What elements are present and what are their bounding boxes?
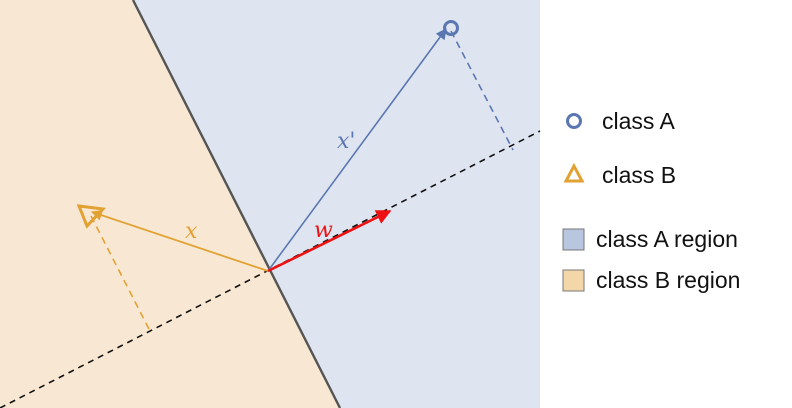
decision-boundary	[131, 0, 342, 408]
class-a-point	[443, 20, 459, 36]
legend-item-class-a-region: class A region	[562, 226, 738, 252]
legend-label-class-b-region: class B region	[596, 267, 740, 293]
legend-item-class-b-region: class B region	[562, 267, 740, 293]
vector-x-prime	[267, 28, 447, 272]
projection-drop-x-prime	[450, 30, 514, 151]
class-b-point	[76, 204, 107, 229]
triangle-marker-icon	[563, 162, 585, 183]
projection-axis	[0, 130, 541, 408]
legend-label-class-a: class A	[602, 108, 676, 134]
square-swatch-icon	[562, 269, 585, 292]
class-a-region	[133, 0, 540, 408]
vector-x	[90, 209, 269, 272]
legend-label-class-b: class B	[602, 162, 676, 188]
legend-item-class-b: class B	[563, 162, 676, 188]
legend: class A class B class A region class B r…	[562, 108, 740, 293]
weight-vector-label: w	[314, 218, 333, 243]
legend-item-class-a: class A	[566, 108, 676, 134]
square-swatch-icon	[562, 228, 585, 251]
weight-vector-w	[267, 209, 392, 273]
class-b-region	[0, 0, 340, 408]
legend-label-class-a-region: class A region	[596, 226, 738, 252]
vector-x-prime-label: x'	[337, 129, 355, 154]
vector-x-label: x	[185, 219, 198, 244]
circle-marker-icon	[566, 113, 582, 129]
projection-drop-x	[90, 215, 151, 332]
